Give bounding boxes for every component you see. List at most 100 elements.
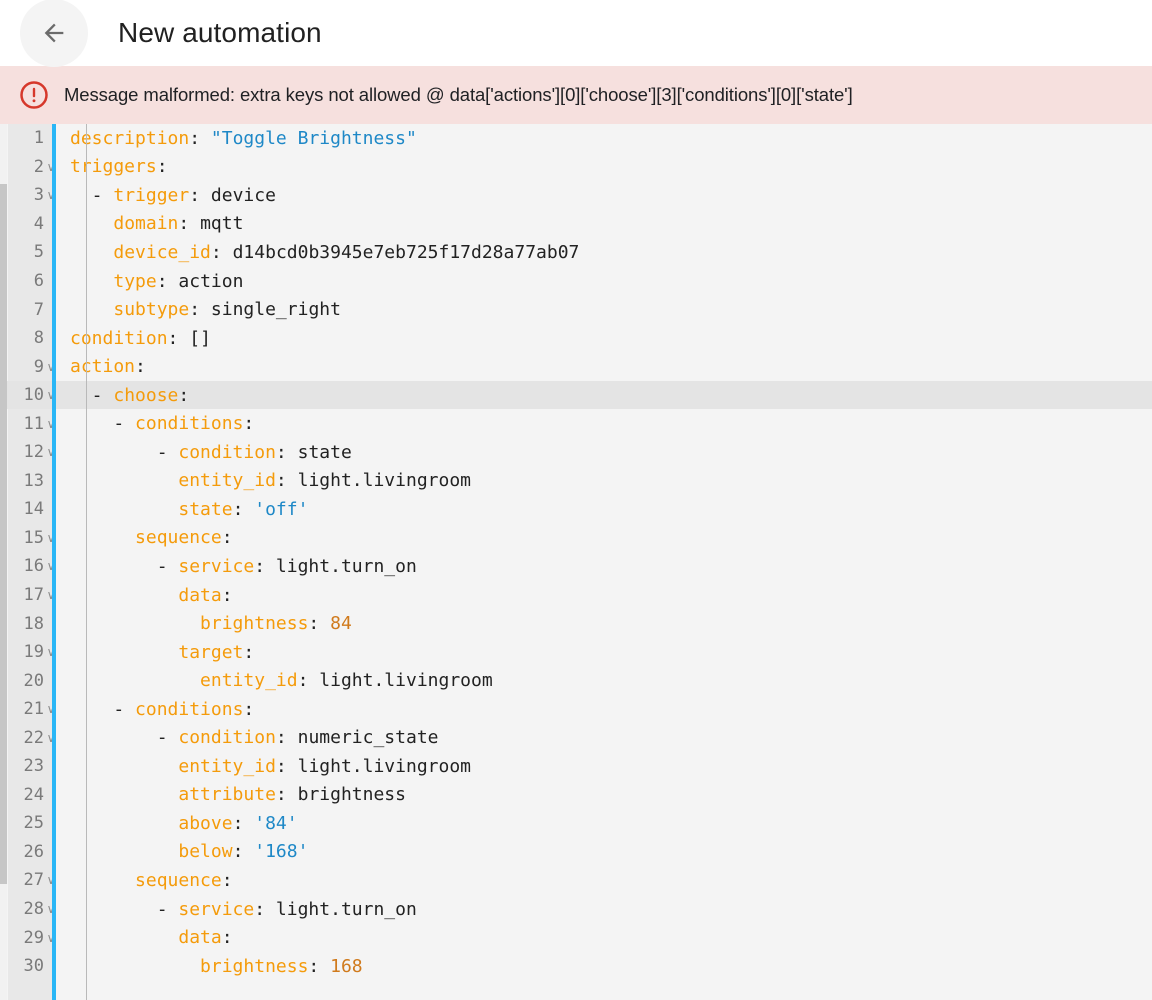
code-line[interactable]: 28∨ - service: light.turn_on [0,895,1152,924]
token-punc: : [254,555,276,577]
token-punc: : [221,927,233,949]
line-number: 21 [23,699,44,720]
chevron-down-fold-icon[interactable]: ∨ [46,445,56,460]
line-number: 28 [23,899,44,920]
code-line[interactable]: 15∨ sequence: [0,524,1152,553]
chevron-down-fold-icon[interactable]: ∨ [46,645,56,660]
code-line[interactable]: 30 brightness: 168 [0,952,1152,981]
token-key: brightness [200,955,309,977]
active-gutter-accent-bar [52,124,56,1000]
line-number: 27 [23,870,44,891]
code-line[interactable]: 3∨ - trigger: device [0,181,1152,210]
token-plain [70,527,135,548]
code-line[interactable]: 11∨ - conditions: [0,409,1152,438]
arrow-left-icon [44,23,64,43]
line-number: 5 [33,242,44,263]
code-line[interactable]: 25 above: '84' [0,809,1152,838]
line-number: 20 [23,670,44,691]
token-plain: - [70,384,114,406]
line-number: 8 [33,328,44,349]
chevron-down-fold-icon[interactable]: ∨ [46,730,56,745]
token-plain: light.livingroom [319,670,493,692]
token-punc: : [243,413,255,435]
code-line-text: - service: light.turn_on [70,899,417,920]
token-key: trigger [113,184,190,206]
page-scrollbar-thumb[interactable] [0,184,7,884]
token-plain: - [70,898,179,920]
line-number: 23 [23,756,44,777]
token-str: 'off' [254,498,309,520]
code-line[interactable]: 17∨ data: [0,581,1152,610]
code-line[interactable]: 5 device_id: d14bcd0b3945e7eb725f17d28a7… [0,238,1152,267]
token-plain: - [70,441,179,463]
chevron-down-fold-icon[interactable]: ∨ [46,530,56,545]
chevron-down-fold-icon[interactable]: ∨ [46,388,56,403]
code-line[interactable]: 29∨ data: [0,923,1152,952]
token-punc: : [178,213,201,235]
token-key: data [178,584,222,606]
token-punc: : [275,755,298,777]
line-number: 2 [33,156,44,177]
code-line[interactable]: 12∨ - condition: state [0,438,1152,467]
token-punc: : [178,384,190,406]
code-line-text: entity_id: light.livingroom [70,470,471,491]
code-line[interactable]: 21∨ - conditions: [0,695,1152,724]
code-line[interactable]: 4 domain: mqtt [0,210,1152,239]
chevron-down-fold-icon[interactable]: ∨ [46,359,56,374]
chevron-down-fold-icon[interactable]: ∨ [46,559,56,574]
code-line-text: - condition: state [70,442,352,463]
token-key: action [70,356,136,378]
token-str: "Toggle Brightness" [210,127,417,149]
page-title: New automation [118,17,322,48]
token-plain [70,956,200,977]
token-punc: : [221,527,233,549]
chevron-down-fold-icon[interactable]: ∨ [46,702,56,717]
code-line[interactable]: 14 state: 'off' [0,495,1152,524]
chevron-down-fold-icon[interactable]: ∨ [46,873,56,888]
line-number-gutter [8,124,52,1000]
chevron-down-fold-icon[interactable]: ∨ [46,416,56,431]
page-scrollbar-track[interactable] [0,124,7,1000]
chevron-down-fold-icon[interactable]: ∨ [46,902,56,917]
token-plain [70,213,113,234]
token-punc: : [189,127,211,149]
code-line[interactable]: 13 entity_id: light.livingroom [0,467,1152,496]
code-line[interactable]: 2∨triggers: [0,153,1152,182]
code-line[interactable]: 23 entity_id: light.livingroom [0,752,1152,781]
code-line[interactable]: 10∨ - choose: [0,380,1152,410]
token-key: description [70,127,190,149]
code-line[interactable]: 6 type: action [0,267,1152,296]
code-line[interactable]: 7 subtype: single_right [0,295,1152,324]
code-line[interactable]: 26 below: '168' [0,838,1152,867]
code-line[interactable]: 16∨ - service: light.turn_on [0,552,1152,581]
code-line[interactable]: 22∨ - condition: numeric_state [0,723,1152,752]
line-number: 29 [23,927,44,948]
token-key: below [178,841,233,863]
token-punc: : [232,498,255,520]
code-line[interactable]: 18 brightness: 84 [0,609,1152,638]
code-line[interactable]: 24 attribute: brightness [0,781,1152,810]
line-number: 22 [23,727,44,748]
chevron-down-fold-icon[interactable]: ∨ [46,159,56,174]
token-key: data [178,927,222,949]
chevron-down-fold-icon[interactable]: ∨ [46,188,56,203]
code-line[interactable]: 20 entity_id: light.livingroom [0,666,1152,695]
code-line[interactable]: 19∨ target: [0,638,1152,667]
code-line[interactable]: 9∨action: [0,352,1152,381]
code-line[interactable]: 27∨ sequence: [0,866,1152,895]
token-punc: : [232,841,255,863]
back-button[interactable] [20,0,88,67]
error-message: Message malformed: extra keys not allowe… [64,83,853,105]
chevron-down-fold-icon[interactable]: ∨ [46,930,56,945]
token-key: sequence [135,869,222,891]
line-number: 17 [23,585,44,606]
token-key: entity_id [178,755,276,777]
code-line-text: below: '168' [70,841,308,862]
chevron-down-fold-icon[interactable]: ∨ [46,588,56,603]
